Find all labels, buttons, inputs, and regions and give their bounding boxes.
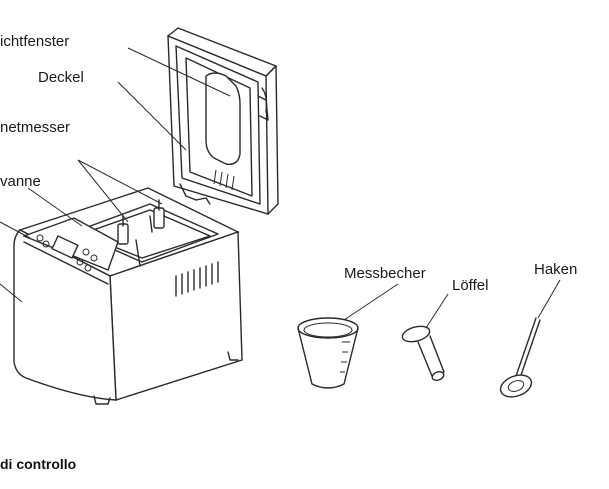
label-haken: Haken bbox=[534, 261, 578, 278]
measuring-cup bbox=[297, 317, 359, 389]
label-messbecher: Messbecher bbox=[344, 265, 426, 282]
measuring-spoon bbox=[401, 325, 445, 381]
label-sichtfenster: ichtfenster bbox=[0, 33, 70, 50]
side-vent bbox=[175, 261, 219, 297]
hook bbox=[499, 317, 541, 398]
control-panel bbox=[22, 217, 119, 272]
machine-body bbox=[13, 187, 243, 405]
kneading-blades bbox=[117, 199, 165, 245]
viewing-window bbox=[205, 72, 241, 165]
label-loeffel: Löffel bbox=[452, 277, 489, 294]
lid-hinge bbox=[179, 183, 211, 205]
label-knetmesser: netmesser bbox=[0, 119, 71, 136]
label-backwanne: vanne bbox=[0, 173, 41, 190]
label-deckel: Deckel bbox=[38, 69, 84, 86]
lid-vent bbox=[213, 169, 235, 191]
section-caption: di controllo bbox=[0, 456, 77, 472]
leader-lines bbox=[0, 47, 561, 329]
